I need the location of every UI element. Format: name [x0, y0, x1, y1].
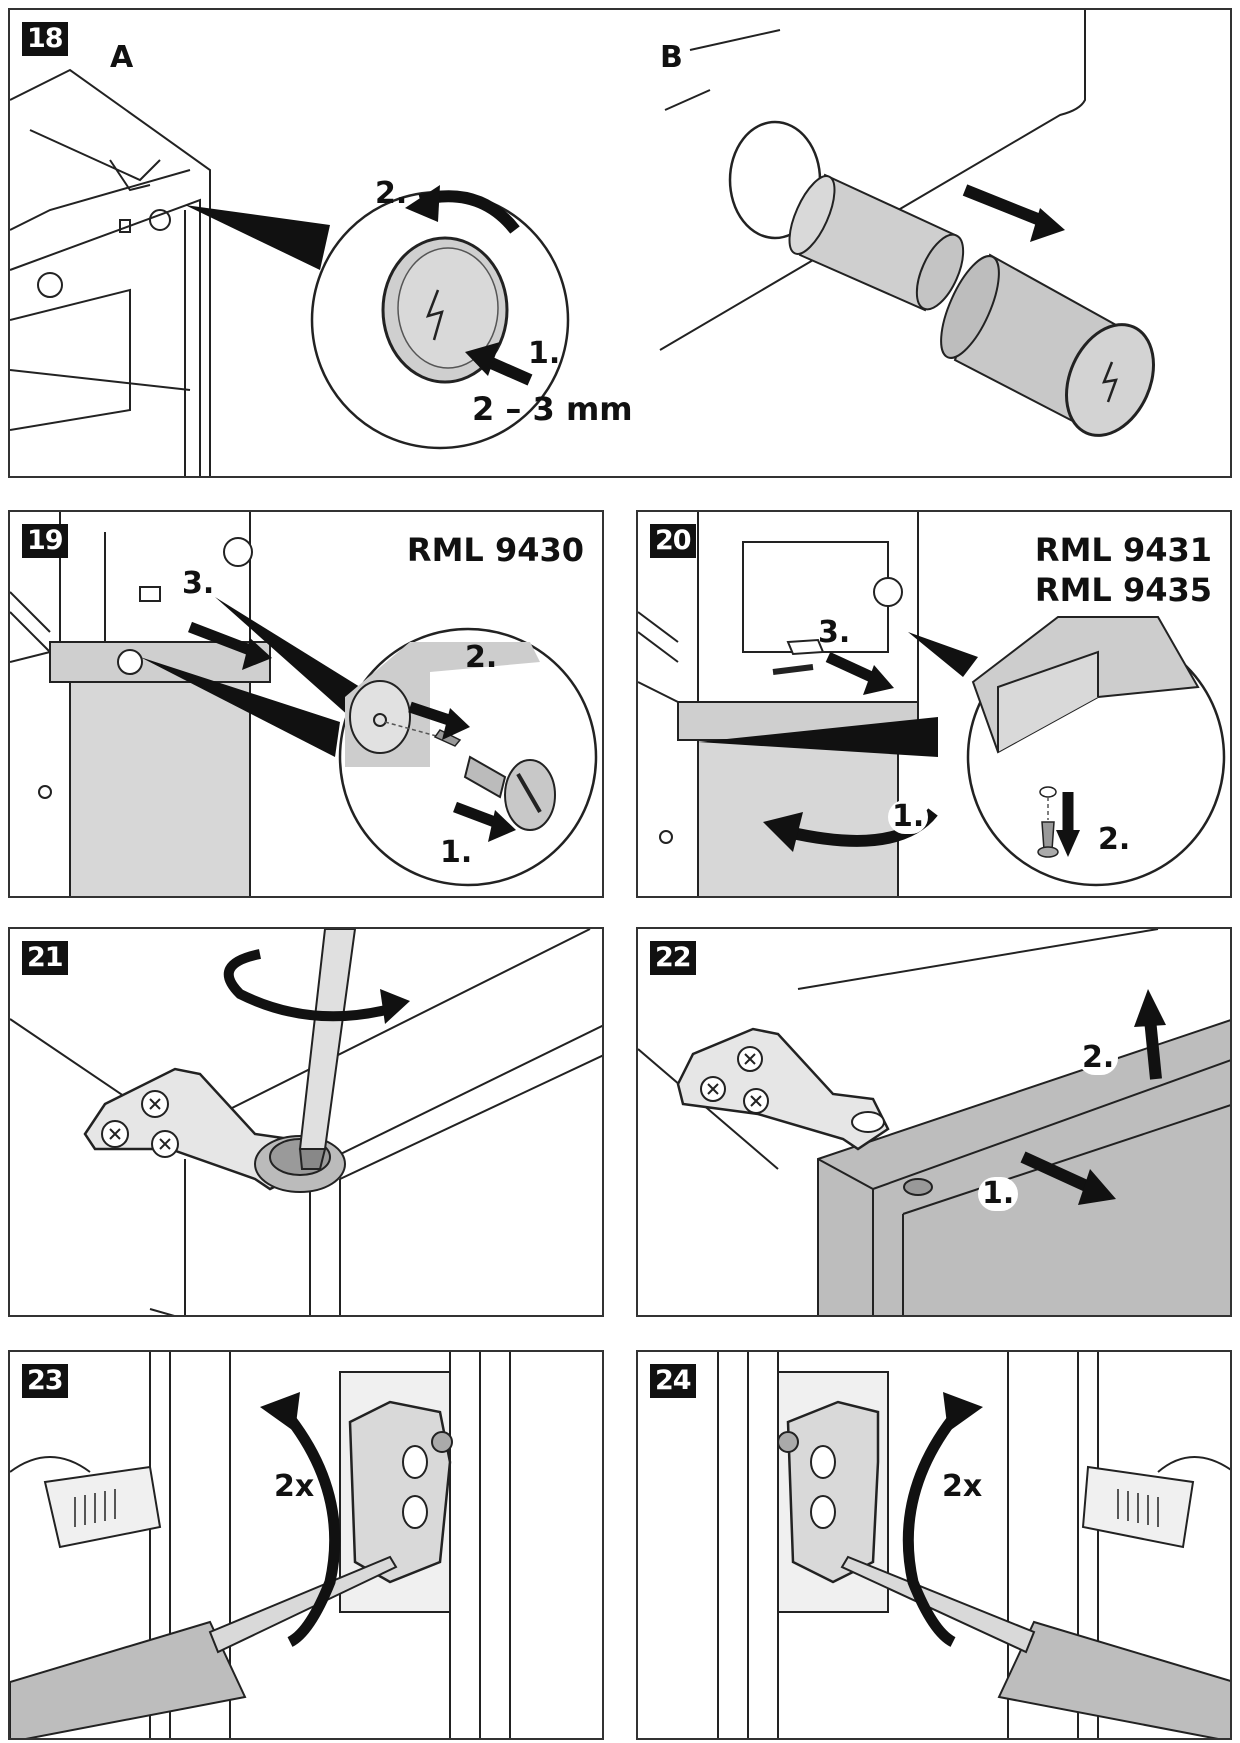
panel-number-21: 21	[22, 941, 68, 975]
dimension-label: 2 – 3 mm	[472, 390, 633, 428]
model-label: RML 9430	[406, 531, 584, 569]
panel-number-24: 24	[650, 1364, 696, 1398]
step-label-2: 2.	[1098, 822, 1131, 857]
panel-24: 24 2x	[636, 1350, 1232, 1740]
model-label-2: RML 9435	[1034, 571, 1212, 609]
screwdriver-icon	[298, 929, 357, 1150]
sub-label-b: B	[660, 40, 683, 75]
step-label-2: 2.	[1078, 1041, 1119, 1075]
screw-icon	[1041, 821, 1055, 851]
panel-19: 19 RML 9430 3. 2. 1.	[8, 510, 604, 898]
step-label-3: 3.	[178, 567, 219, 601]
step-label-1: 1.	[978, 1177, 1019, 1211]
repeat-label: 2x	[938, 1470, 987, 1504]
panel-21: 21	[8, 927, 604, 1317]
hinge-icon	[676, 1027, 890, 1151]
step-label-1: 1.	[528, 336, 561, 371]
screw-icon	[433, 729, 462, 747]
screwdriver-icon	[997, 1620, 1230, 1738]
panel-23-illustration	[10, 1352, 511, 1738]
step-label-1: 1.	[440, 835, 473, 870]
panel-number-23: 23	[22, 1364, 68, 1398]
panel-20-illustration	[638, 512, 1226, 896]
step-label-2: 2.	[375, 176, 408, 211]
panel-number-18: 18	[22, 22, 68, 56]
model-label-1: RML 9431	[1034, 531, 1212, 569]
panel-19-illustration	[10, 512, 598, 896]
hinge-icon	[348, 1400, 452, 1584]
hinge-icon	[786, 1400, 880, 1584]
step-label-3: 3.	[818, 615, 851, 650]
sub-label-a: A	[110, 40, 134, 75]
panel-22: 22 2. 1.	[636, 927, 1232, 1317]
panel-number-22: 22	[650, 941, 696, 975]
panel-18: 18 A B 2. 1. 2 – 3 mm	[8, 8, 1232, 478]
door-panel	[817, 1019, 1230, 1315]
panel-24-illustration	[717, 1352, 1230, 1738]
repeat-label: 2x	[270, 1470, 319, 1504]
step-label-1: 1.	[888, 800, 929, 834]
panel-18-illustration	[10, 10, 1155, 476]
panel-22-illustration	[638, 929, 1230, 1315]
panel-number-19: 19	[22, 524, 68, 558]
panel-20: 20 RML 9431 RML 9435 3. 1. 2.	[636, 510, 1232, 898]
panel-number-20: 20	[650, 524, 696, 558]
panel-23: 23 2x	[8, 1350, 604, 1740]
screwdriver-icon	[10, 1620, 247, 1738]
panel-21-illustration	[10, 929, 602, 1315]
step-label-2: 2.	[465, 640, 498, 675]
bolt-icon	[425, 289, 444, 341]
